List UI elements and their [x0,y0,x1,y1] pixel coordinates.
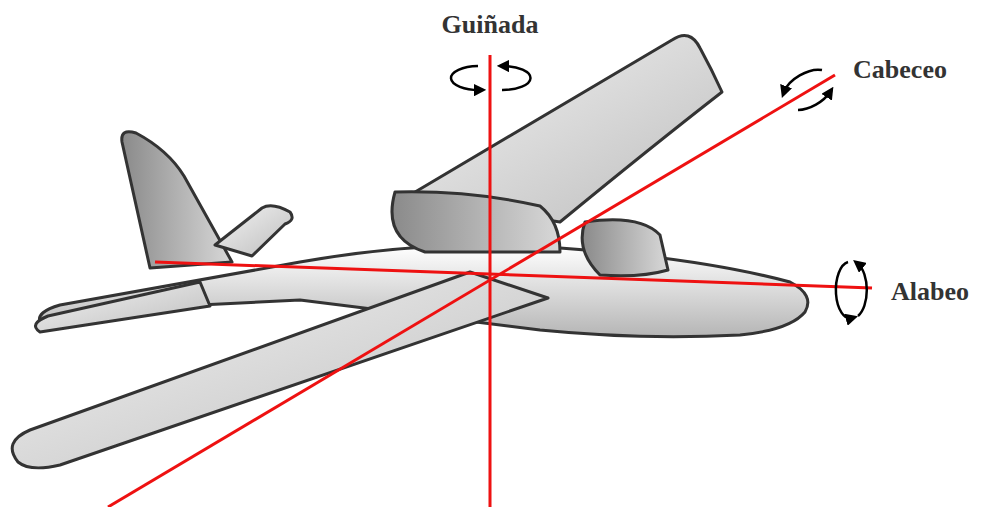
rotation-arrow [836,262,852,318]
axis-label: Alabeo [891,278,969,307]
rotation-arrows [451,66,867,318]
stabilizer [215,206,292,256]
airplane [12,36,808,468]
rotation-arrow [451,66,480,90]
stabilizer [36,282,211,332]
rotation-arrow [798,92,830,110]
axis-label: Cabeceo [853,56,947,85]
axes [108,55,872,507]
axis-label: Guiñada [442,11,539,40]
engine [582,220,668,276]
rotation-arrow [784,70,822,92]
wing [12,272,548,468]
canopy [392,192,560,252]
pitch-axis [108,75,835,507]
rotation-arrow [858,264,867,316]
rotation-arrow [502,66,530,90]
tail-fin [122,132,232,268]
